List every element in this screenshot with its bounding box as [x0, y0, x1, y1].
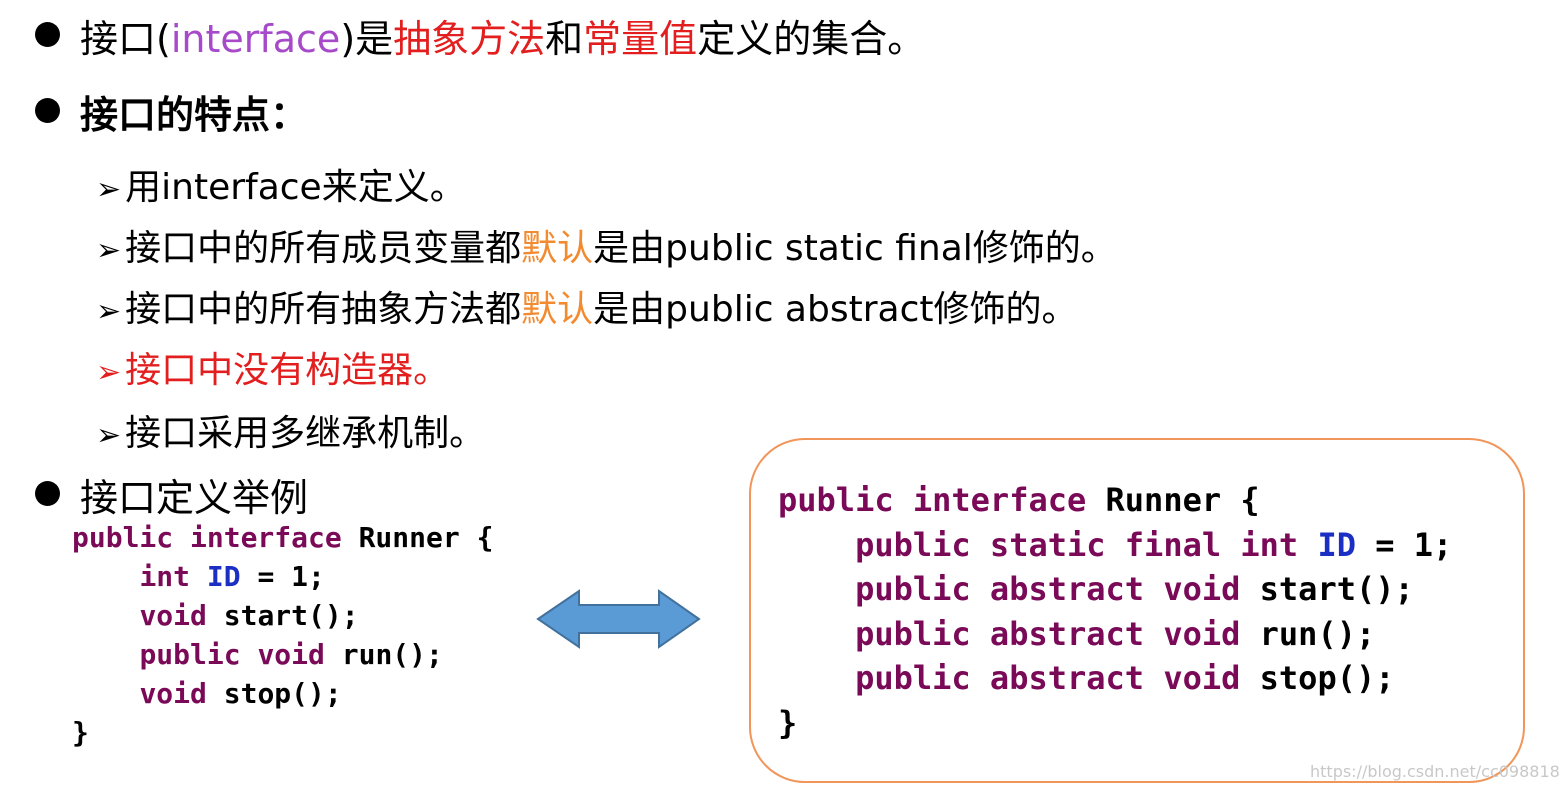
feature-text: 接口采用多继承机制。	[125, 413, 486, 454]
feature-text-pre: 接口中的所有成员变量都	[125, 228, 522, 269]
arrow-right-icon: ➢	[96, 294, 122, 329]
arrow-right-icon: ➢	[96, 233, 122, 268]
heading1-abstract-methods: 抽象方法	[393, 17, 546, 61]
bullet-icon	[35, 22, 60, 47]
heading1-interface: interface	[170, 17, 341, 61]
code-block-left: public interface Runner { int ID = 1; vo…	[72, 521, 494, 749]
heading1-constants: 常量值	[583, 17, 698, 61]
feature-item: ➢接口采用多继承机制。	[96, 404, 485, 456]
code-box-border	[749, 438, 1525, 783]
feature-text-post: 是由public static final修饰的。	[593, 228, 1117, 269]
arrow-right-icon: ➢	[96, 172, 122, 207]
heading-features: 接口的特点：	[80, 93, 309, 137]
arrow-right-icon: ➢	[96, 355, 122, 390]
feature-item: ➢接口中没有构造器。	[96, 341, 449, 393]
feature-item: ➢接口中的所有抽象方法都默认是由public abstract修饰的。	[96, 280, 1078, 332]
bullet-icon	[35, 481, 60, 506]
bullet-icon	[35, 98, 60, 123]
feature-text-post: 是由public abstract修饰的。	[593, 289, 1078, 330]
heading-interface-definition: 接口(interface)是抽象方法和常量值定义的集合。	[80, 8, 925, 63]
arrow-right-icon: ➢	[96, 418, 122, 453]
heading1-part7: 定义的集合。	[697, 17, 926, 61]
feature-text: 接口中没有构造器。	[125, 350, 450, 391]
heading1-part3: )是	[340, 17, 394, 61]
watermark: https://blog.csdn.net/cc098818	[1310, 762, 1560, 781]
feature-highlight: 默认	[521, 289, 594, 330]
heading1-part1: 接口(	[80, 17, 171, 61]
feature-text: 用interface来定义。	[125, 167, 466, 208]
heading1-part5: 和	[545, 17, 584, 61]
code-block-right: public interface Runner { public static …	[778, 481, 1453, 742]
feature-text-pre: 接口中的所有抽象方法都	[125, 289, 522, 330]
heading-example: 接口定义举例	[80, 476, 309, 520]
feature-item: ➢用interface来定义。	[96, 158, 466, 210]
feature-item: ➢接口中的所有成员变量都默认是由public static final修饰的。	[96, 219, 1117, 271]
double-arrow-icon	[536, 589, 701, 649]
feature-highlight: 默认	[521, 228, 594, 269]
